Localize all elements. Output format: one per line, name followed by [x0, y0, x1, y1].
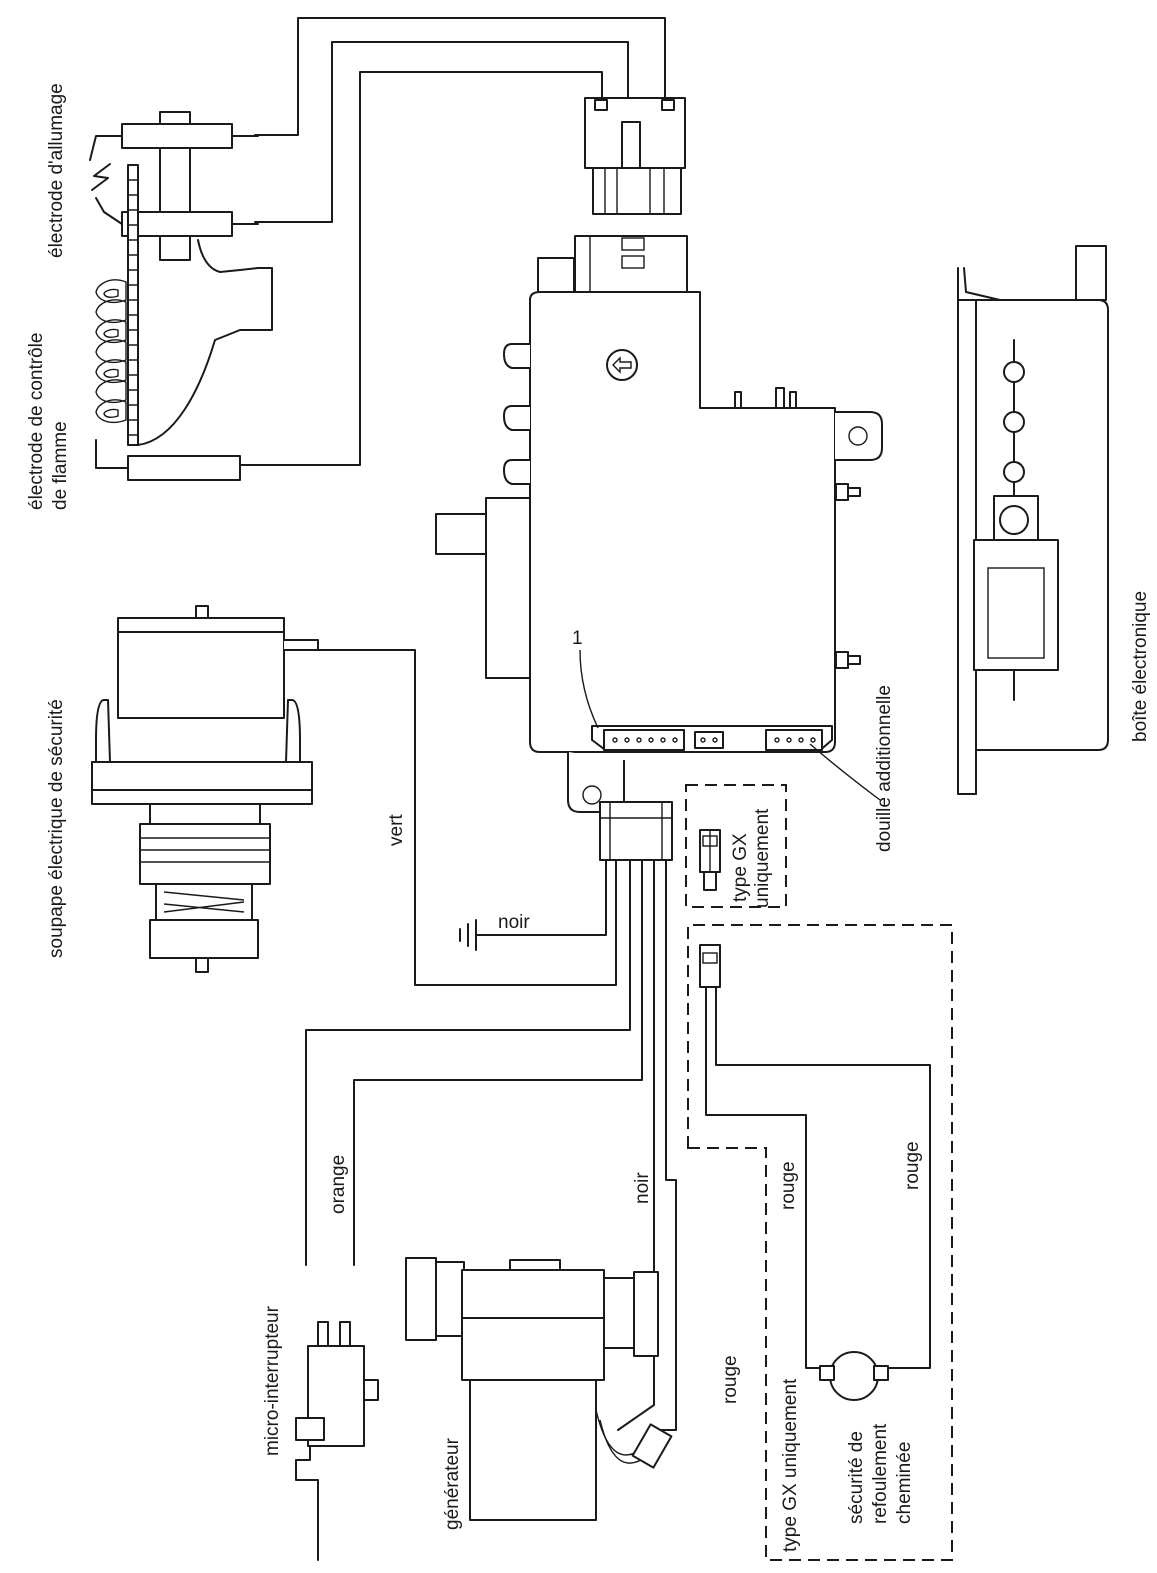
burner-assembly	[89, 111, 273, 481]
micro-switch	[295, 1321, 379, 1561]
wire-red-generator-label: rouge	[720, 1355, 741, 1404]
wire-red-flue-b-label: rouge	[902, 1141, 923, 1190]
callout-1-label: 1	[572, 628, 583, 649]
gx-plug-top	[685, 784, 787, 908]
gx-only-label-bottom: type GX uniquement	[780, 1378, 801, 1552]
safety-valve	[91, 605, 319, 973]
gx-only-label-top-line1: type GX	[730, 833, 751, 902]
electronic-box	[957, 245, 1109, 795]
flame-electrode-label-line1: électrode de contrôle	[26, 333, 47, 510]
gx-only-label-top-line2: uniquement	[752, 808, 773, 908]
micro-switch-label: micro-interrupteur	[262, 1305, 283, 1456]
flame-electrode-label-line2: de flamme	[50, 421, 71, 510]
wire-orange-label: orange	[328, 1155, 349, 1214]
wire-black-label: noir	[632, 1172, 653, 1204]
wire-red-flue-a-label: rouge	[778, 1161, 799, 1210]
electronic-box-label: boîte électronique	[1130, 591, 1151, 742]
wire-black-ground-label: noir	[498, 912, 530, 933]
ground-icon	[459, 919, 477, 951]
ignition-electrode-label: électrode d'allumage	[46, 83, 67, 258]
generator-label: générateur	[442, 1437, 463, 1530]
flue-safety-label-line3: cheminée	[894, 1442, 915, 1524]
harness-wires	[305, 649, 677, 1431]
generator	[405, 1257, 673, 1521]
wire-green-label: vert	[386, 814, 407, 846]
labels: électrode d'allumage électrode de contrô…	[26, 83, 1151, 1552]
flame-icons	[95, 279, 127, 424]
flue-safety-label-line1: sécurité de	[846, 1431, 867, 1524]
flue-safety-label-line2: refoulement	[870, 1423, 891, 1524]
spark-icon	[91, 163, 111, 191]
control-box: 1	[435, 235, 883, 813]
flue-safety-group	[687, 924, 953, 1561]
extra-socket-label: douille additionnelle	[874, 685, 895, 852]
ignition-wires	[239, 17, 666, 466]
harness-connector	[599, 801, 673, 861]
safety-valve-label: soupape électrique de sécurité	[46, 699, 67, 958]
ignition-connector-plug	[584, 97, 686, 215]
